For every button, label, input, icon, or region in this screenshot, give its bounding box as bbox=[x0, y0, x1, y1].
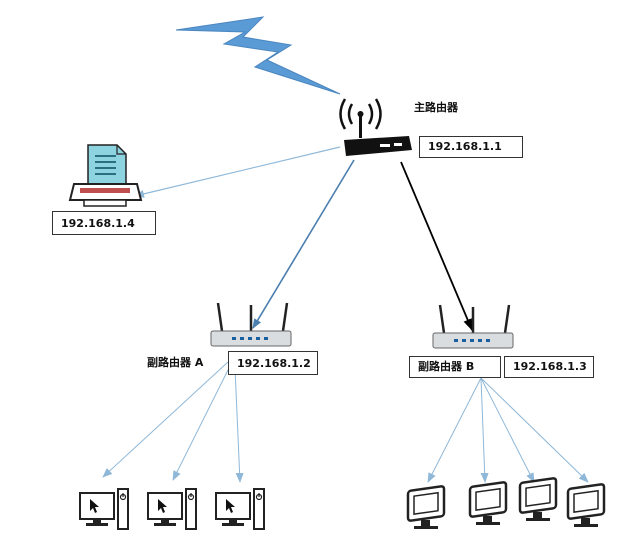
link-main-to-printer bbox=[134, 146, 341, 198]
printer-ip: 192.168.1.4 bbox=[52, 211, 156, 235]
desktop-pc-icon bbox=[215, 488, 265, 530]
link-main-to-router-b bbox=[400, 161, 473, 331]
link-router-a-to-pc-2 bbox=[172, 363, 232, 481]
link-router-b-to-monitor-1 bbox=[427, 377, 482, 483]
router-a-label: 副路由器 A bbox=[147, 356, 204, 369]
monitor-icon bbox=[566, 482, 606, 529]
monitor-icon bbox=[518, 476, 558, 523]
printer-icon bbox=[68, 144, 143, 207]
monitor-icon bbox=[468, 480, 508, 527]
link-router-b-to-monitor-2 bbox=[480, 377, 489, 483]
lightning-icon bbox=[175, 16, 341, 95]
link-router-b-to-monitor-4 bbox=[480, 377, 589, 483]
desktop-pc-icon bbox=[79, 488, 129, 530]
main-router-icon bbox=[339, 98, 412, 156]
router-a-icon bbox=[210, 302, 292, 347]
desktop-pc-icon bbox=[147, 488, 197, 530]
router-a-ip: 192.168.1.2 bbox=[228, 351, 318, 375]
link-router-a-to-pc-3 bbox=[234, 367, 244, 483]
router-b-icon bbox=[432, 304, 514, 349]
main-router-ip: 192.168.1.1 bbox=[419, 136, 523, 158]
router-b-label: 副路由器 B bbox=[409, 356, 501, 378]
link-router-b-to-monitor-3 bbox=[480, 377, 535, 483]
router-b-ip: 192.168.1.3 bbox=[504, 356, 594, 378]
link-main-to-router-a bbox=[252, 159, 355, 329]
link-router-a-to-pc-1 bbox=[102, 361, 229, 478]
monitor-icon bbox=[406, 484, 446, 531]
main-router-label: 主路由器 bbox=[414, 101, 458, 114]
